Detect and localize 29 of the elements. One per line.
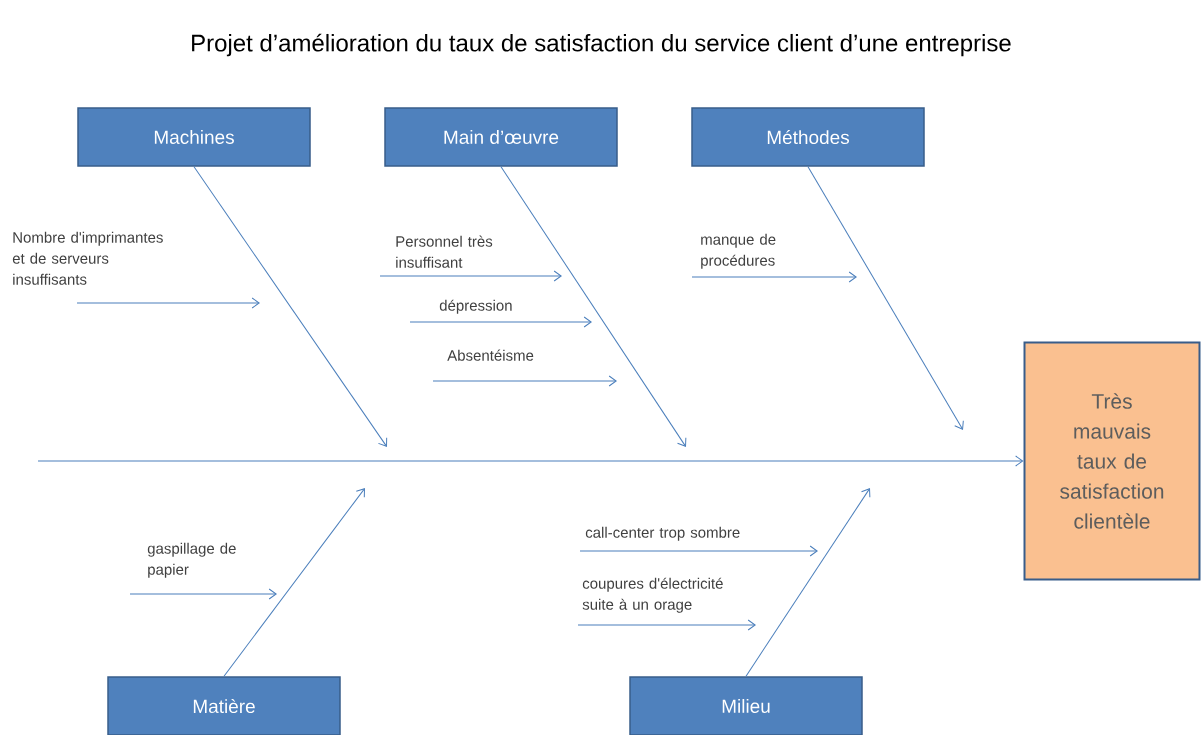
cause-arrow: [577, 619, 756, 631]
cause-arrow: [691, 271, 857, 283]
cause-text: coupures d'électricité suite à un orage: [582, 577, 723, 613]
cause-text: gaspillage de papier: [147, 542, 236, 578]
cause-text: Absentéisme: [447, 349, 534, 361]
cause-text: call-center trop sombre: [585, 526, 740, 541]
category-box: Machines: [77, 107, 311, 167]
bone-arrow: [500, 166, 687, 447]
bone-arrow: [745, 488, 871, 677]
bone-arrow: [223, 488, 365, 677]
title: Projet d’amélioration du taux de satisfaction du service client d’une entreprise: [192, 33, 1011, 57]
category-box: Main d’œuvre: [384, 107, 618, 167]
category-box: Matière: [107, 676, 341, 735]
effect-box: Très mauvais taux de satisfaction clientèle: [1023, 341, 1201, 581]
cause-text: Personnel très insuffisant: [396, 235, 493, 268]
cause-arrow: [76, 297, 260, 309]
cause-text: manque de procédures: [701, 233, 776, 269]
cause-arrow: [129, 588, 277, 600]
cause-arrow: [432, 375, 617, 387]
cause-arrow: [579, 545, 818, 557]
bone-arrow: [193, 166, 388, 447]
cause-text: Nombre d'imprimantes et de serveurs insuffisants: [12, 231, 163, 285]
category-box: Méthodes: [691, 107, 925, 167]
cause-arrow: [379, 270, 562, 282]
cause-arrow: [409, 316, 592, 328]
category-box: Milieu: [629, 676, 863, 735]
bone-arrow: [807, 166, 964, 430]
spine-arrow: [37, 455, 1024, 467]
cause-text: dépression: [439, 299, 512, 314]
